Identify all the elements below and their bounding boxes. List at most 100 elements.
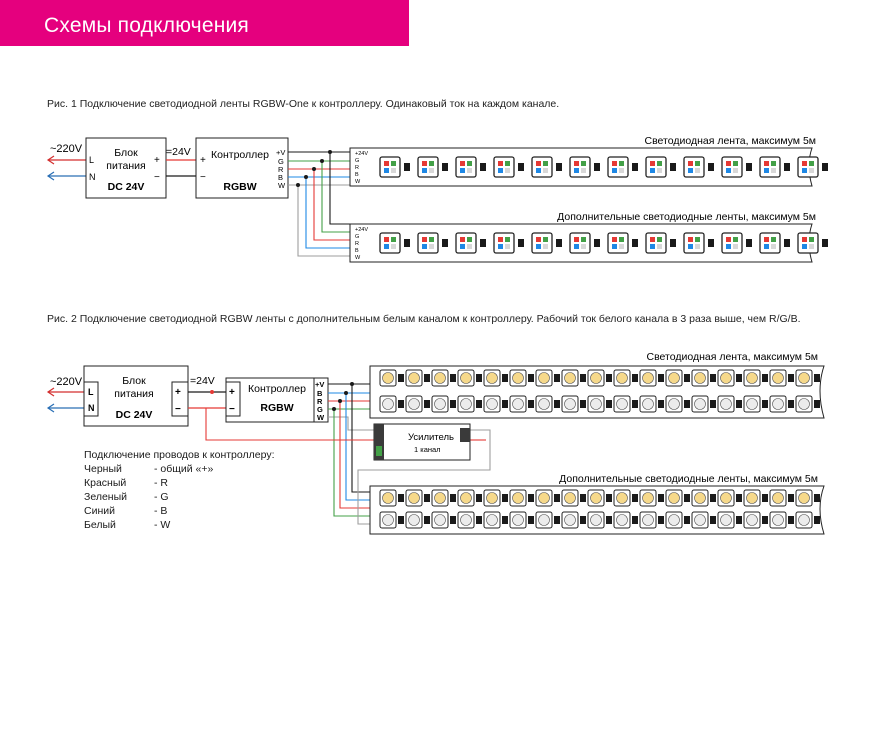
white-led — [639, 489, 664, 507]
svg-text:RGBW: RGBW — [260, 402, 293, 414]
fig2-extra-strip — [369, 485, 825, 535]
rgbw-led — [531, 232, 562, 254]
svg-text:Усилитель: Усилитель — [408, 432, 454, 443]
rgbw-led — [645, 232, 676, 254]
white-led — [717, 395, 742, 413]
fig1-main-strip-label: Светодиодная лента, максимум 5м — [645, 135, 816, 147]
fig2-power-supply: L N Блок питания DC 24V + − — [83, 365, 189, 427]
svg-text:G: G — [278, 157, 284, 166]
white-led — [509, 395, 534, 413]
white-led — [405, 369, 430, 387]
fig1-mains-label: ~220V — [50, 143, 83, 155]
white-led — [535, 395, 560, 413]
rgbw-led — [645, 156, 676, 178]
rgbw-led — [493, 232, 524, 254]
white-led — [561, 395, 586, 413]
wire-legend-heading: Подключение проводов к контроллеру: — [84, 449, 275, 461]
white-led — [769, 489, 794, 507]
svg-text:RGBW: RGBW — [223, 181, 256, 193]
wire-signal: - R — [154, 477, 168, 489]
white-led — [691, 395, 716, 413]
wire-color: Зеленый — [84, 491, 128, 503]
fig2-dc-label: =24V — [190, 375, 215, 387]
strip-pin-label: B — [355, 172, 359, 178]
wire-color: Синий — [84, 505, 115, 517]
white-led — [691, 511, 716, 529]
wire-color: Белый — [84, 519, 116, 531]
fig2-extra-strip-label: Дополнительные светодиодные ленты, макси… — [559, 473, 818, 485]
white-led — [587, 511, 612, 529]
svg-text:−: − — [200, 172, 206, 183]
fig2-main-strip — [369, 365, 825, 419]
white-led — [509, 489, 534, 507]
rgbw-led — [797, 232, 828, 254]
svg-text:Контроллер: Контроллер — [211, 149, 269, 161]
fig2-mains-label: ~220V — [50, 376, 83, 388]
rgbw-led — [607, 232, 638, 254]
white-led — [795, 369, 820, 387]
white-led — [379, 369, 404, 387]
svg-text:+: + — [200, 155, 206, 166]
svg-text:B: B — [317, 389, 323, 398]
rgbw-led — [569, 232, 600, 254]
white-led — [535, 511, 560, 529]
white-led — [639, 395, 664, 413]
rgbw-led — [797, 156, 828, 178]
white-led — [483, 369, 508, 387]
fig2-wiring — [205, 382, 491, 525]
svg-text:Блок: Блок — [114, 147, 138, 159]
white-led — [639, 369, 664, 387]
wire-signal: - общий «+» — [154, 463, 214, 475]
svg-text:G: G — [317, 405, 323, 414]
fig1-mains-arrow-l — [46, 155, 86, 165]
wire-signal: - G — [154, 491, 169, 503]
strip-pin-label: R — [355, 241, 359, 247]
rgbw-led — [607, 156, 638, 178]
figure1-diagram: ~220V L N Блок питания DC 24V + − =24V +… — [46, 135, 828, 263]
white-led — [613, 369, 638, 387]
wire-color: Красный — [84, 477, 127, 489]
white-led — [561, 369, 586, 387]
white-led — [379, 489, 404, 507]
rgbw-led — [683, 232, 714, 254]
fig2-main-strip-label: Светодиодная лента, максимум 5м — [647, 351, 818, 363]
white-led — [769, 511, 794, 529]
white-led — [691, 489, 716, 507]
wire-signal: - B — [154, 505, 168, 517]
strip-pin-label: B — [355, 248, 359, 254]
white-led — [483, 511, 508, 529]
rgbw-led — [417, 156, 448, 178]
rgbw-led — [569, 156, 600, 178]
wire-legend-row: Красный - R — [84, 476, 275, 490]
figure2-diagram: ~220V L N Блок питания DC 24V + − =24V +… — [46, 351, 825, 535]
svg-text:Блок: Блок — [122, 375, 146, 387]
white-led — [431, 395, 456, 413]
white-led — [665, 489, 690, 507]
white-led — [587, 369, 612, 387]
white-led — [405, 489, 430, 507]
white-led — [743, 369, 768, 387]
svg-text:+V: +V — [315, 380, 324, 389]
fig2-controller: + − Контроллер RGBW +V B R G W — [225, 377, 329, 423]
svg-text:−: − — [154, 172, 160, 183]
fig1-power-supply: L N Блок питания DC 24V + − — [85, 137, 167, 199]
white-led — [431, 511, 456, 529]
rgbw-led — [379, 232, 410, 254]
wire-signal: - W — [154, 519, 171, 531]
wire-legend-row: Черный- общий «+» — [84, 462, 275, 476]
svg-text:питания: питания — [114, 388, 153, 400]
white-led — [561, 489, 586, 507]
white-led — [769, 395, 794, 413]
svg-text:питания: питания — [106, 160, 145, 172]
svg-text:DC 24V: DC 24V — [116, 409, 153, 421]
white-led — [457, 489, 482, 507]
strip-pin-label: G — [355, 158, 359, 164]
rgbw-led — [417, 232, 448, 254]
white-led — [613, 395, 638, 413]
fig2-amplifier: Усилитель 1 канал — [373, 423, 471, 461]
fig1-wiring — [288, 150, 350, 257]
white-led — [457, 395, 482, 413]
svg-text:W: W — [317, 413, 325, 422]
